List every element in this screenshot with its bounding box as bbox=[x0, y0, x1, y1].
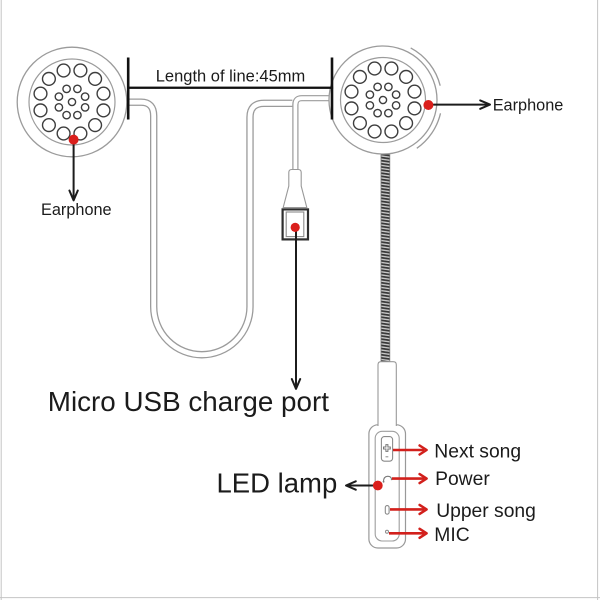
svg-text:Power: Power bbox=[435, 469, 490, 490]
svg-text:Upper song: Upper song bbox=[436, 501, 536, 522]
svg-text:Micro USB charge port: Micro USB charge port bbox=[48, 386, 329, 417]
svg-text:Earphone: Earphone bbox=[41, 201, 112, 219]
svg-text:Next song: Next song bbox=[434, 442, 521, 463]
svg-text:Length of line:45mm: Length of line:45mm bbox=[156, 67, 306, 85]
svg-text:Earphone: Earphone bbox=[493, 97, 564, 115]
svg-text:MIC: MIC bbox=[434, 525, 469, 546]
svg-text:LED lamp: LED lamp bbox=[217, 468, 338, 499]
